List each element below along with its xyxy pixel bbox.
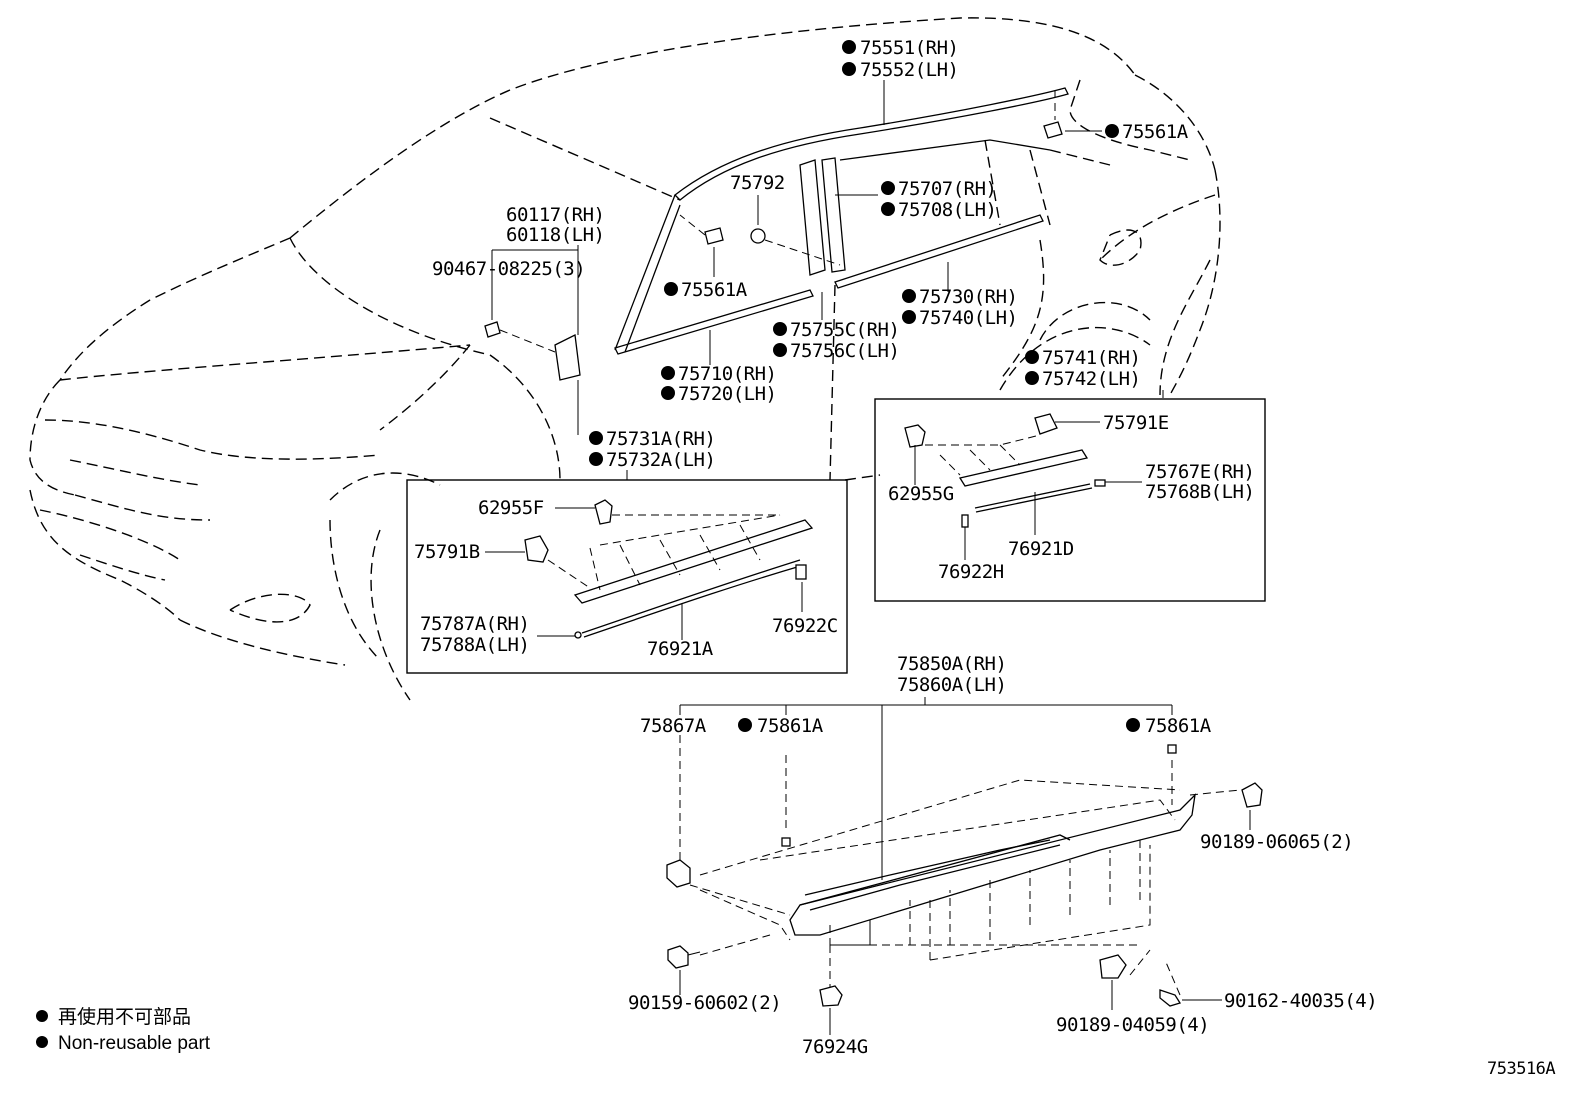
callout-76922h: 76922H bbox=[938, 561, 1004, 583]
rear-door-belt-molding bbox=[834, 139, 1051, 289]
callout-75767e: 75767E(RH) bbox=[1145, 461, 1254, 483]
callout-75707: 75707(RH) bbox=[898, 178, 996, 200]
non-reusable-dot bbox=[773, 343, 787, 357]
non-reusable-dot bbox=[842, 40, 856, 54]
callout-75791b: 75791B bbox=[414, 541, 480, 563]
non-reusable-dot bbox=[842, 62, 856, 76]
b-pillar-garnish bbox=[799, 157, 846, 276]
non-reusable-dot bbox=[773, 322, 787, 336]
callout-62955g: 62955G bbox=[888, 483, 954, 505]
callout-60118: 60118(LH) bbox=[506, 224, 604, 246]
callout-76921a: 76921A bbox=[647, 638, 714, 660]
clip-75561a-top bbox=[1043, 90, 1063, 139]
non-reusable-dot bbox=[738, 718, 752, 732]
clip-75792 bbox=[750, 228, 841, 266]
callout-75740: 75740(LH) bbox=[919, 307, 1017, 329]
legend-en: Non-reusable part bbox=[58, 1033, 211, 1054]
callout-75720: 75720(LH) bbox=[678, 383, 776, 405]
callout-75861a-left: 75861A bbox=[757, 715, 824, 737]
upper-window-molding bbox=[614, 87, 1069, 355]
rear-door-molding-detail bbox=[904, 413, 1142, 560]
diagram-id: 753516A bbox=[1487, 1059, 1555, 1079]
non-reusable-dot bbox=[1126, 718, 1140, 732]
callout-76921d: 76921D bbox=[1008, 538, 1074, 560]
non-reusable-markers bbox=[36, 40, 1140, 1048]
rocker-panel-assembly bbox=[679, 735, 1241, 996]
callout-75792: 75792 bbox=[730, 172, 785, 194]
screw-90467 bbox=[484, 321, 556, 353]
callout-75732a: 75732A(LH) bbox=[606, 449, 715, 471]
callout-62955f: 62955F bbox=[478, 497, 544, 519]
detail-box-front-door bbox=[406, 479, 848, 674]
callout-75850a: 75850A(RH) bbox=[897, 653, 1006, 675]
callout-75731a: 75731A(RH) bbox=[606, 428, 715, 450]
callout-75730: 75730(RH) bbox=[919, 286, 1017, 308]
rocker-fasteners bbox=[666, 744, 1263, 1007]
non-reusable-dot bbox=[589, 431, 603, 445]
detail-box-rear-door bbox=[874, 398, 1266, 602]
callout-75756c: 75756C(LH) bbox=[790, 340, 899, 362]
leader-lines-top bbox=[491, 80, 1164, 480]
callout-60117: 60117(RH) bbox=[506, 204, 604, 226]
non-reusable-dot bbox=[1025, 350, 1039, 364]
callout-75710: 75710(RH) bbox=[678, 363, 776, 385]
callout-75561a-top: 75561A bbox=[1122, 121, 1189, 143]
callout-90189-06065: 90189-06065(2) bbox=[1200, 831, 1353, 853]
non-reusable-dot bbox=[589, 452, 603, 466]
non-reusable-dot bbox=[902, 310, 916, 324]
non-reusable-dot bbox=[664, 282, 678, 296]
callout-75860a: 75860A(LH) bbox=[897, 674, 1006, 696]
callout-75741: 75741(RH) bbox=[1042, 347, 1140, 369]
callout-75742: 75742(LH) bbox=[1042, 368, 1140, 390]
non-reusable-dot bbox=[661, 386, 675, 400]
callout-labels: 75551(RH) 75552(LH) 75561A 75792 75707(R… bbox=[414, 37, 1378, 1058]
non-reusable-dot bbox=[1025, 371, 1039, 385]
non-reusable-dot bbox=[881, 181, 895, 195]
callout-90467: 90467-08225(3) bbox=[432, 258, 585, 280]
callout-75755c: 75755C(RH) bbox=[790, 319, 899, 341]
non-reusable-dot bbox=[661, 366, 675, 380]
front-door-molding-detail bbox=[485, 499, 814, 640]
clip-75561a-mid bbox=[679, 214, 724, 245]
front-corner-molding bbox=[554, 334, 581, 381]
callout-90189-04059: 90189-04059(4) bbox=[1056, 1014, 1209, 1036]
callout-75787a: 75787A(RH) bbox=[420, 613, 529, 635]
callout-75768b: 75768B(LH) bbox=[1145, 481, 1254, 503]
callout-75708: 75708(LH) bbox=[898, 199, 996, 221]
callout-76922c: 76922C bbox=[772, 615, 838, 637]
callout-75551: 75551(RH) bbox=[860, 37, 958, 59]
non-reusable-dot bbox=[881, 202, 895, 216]
callout-75867a: 75867A bbox=[640, 715, 707, 737]
callout-75791e: 75791E bbox=[1103, 412, 1169, 434]
callout-75861a-right: 75861A bbox=[1145, 715, 1212, 737]
callout-75552: 75552(LH) bbox=[860, 59, 958, 81]
non-reusable-dot bbox=[1105, 124, 1119, 138]
legend: 再使用不可部品 Non-reusable part bbox=[58, 1006, 211, 1054]
callout-90162: 90162-40035(4) bbox=[1224, 990, 1377, 1012]
non-reusable-dot bbox=[36, 1036, 48, 1048]
non-reusable-dot bbox=[902, 289, 916, 303]
leader-lines-bottom bbox=[679, 697, 1251, 1035]
callout-76924g: 76924G bbox=[802, 1036, 868, 1058]
non-reusable-dot bbox=[36, 1010, 48, 1022]
car-body-outline bbox=[29, 17, 1221, 701]
callout-75561a-mid: 75561A bbox=[681, 279, 748, 301]
legend-ja: 再使用不可部品 bbox=[58, 1006, 191, 1028]
callout-75788a: 75788A(LH) bbox=[420, 634, 529, 656]
callout-90159: 90159-60602(2) bbox=[628, 992, 781, 1014]
